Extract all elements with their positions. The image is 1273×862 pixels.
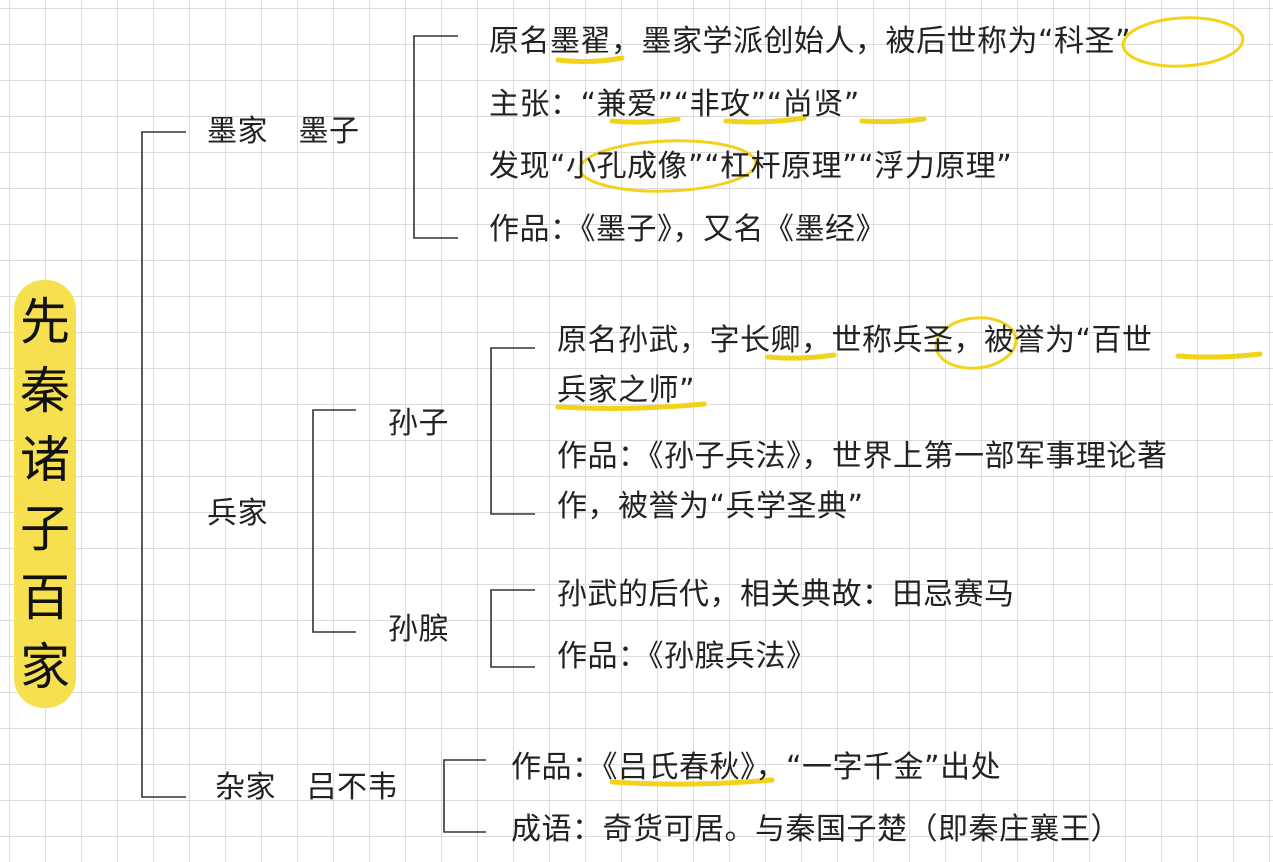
title: 先秦诸子百家 <box>20 293 70 696</box>
sunzi-item-2: 作品：《孙子兵法》，世界上第一部军事理论著 <box>557 439 1168 474</box>
underline-jianai <box>609 116 681 125</box>
sunzi-item-1: 原名孙武，字长卿，世称兵圣，被誉为“百世 <box>557 323 1153 358</box>
underline-lvshichunqiu <box>609 777 775 787</box>
underline-baishi <box>1175 351 1263 360</box>
mojia-item-2: 主张：“兼爱”“非攻”“尚贤” <box>489 87 860 122</box>
circle-bingsheng <box>934 316 1018 370</box>
sunbin-label: 孙膑 <box>388 612 449 647</box>
circle-kesheng <box>1121 16 1245 68</box>
sunzi-bracket <box>490 347 535 515</box>
underline-mozhai <box>555 55 625 65</box>
zajia-item-2: 成语：奇货可居。与秦国子楚（即秦庄襄王） <box>511 812 1121 847</box>
sunbin-bracket <box>490 589 535 668</box>
sunbin-item-2: 作品：《孙膑兵法》 <box>557 639 817 674</box>
sunzi-item-2-cont: 作，被誉为“兵学圣典” <box>557 489 864 524</box>
underline-bingjiazhishi <box>555 401 707 411</box>
underline-changqing <box>765 352 837 361</box>
underline-feigong <box>723 115 807 125</box>
bingjia-label: 兵家 <box>207 496 268 531</box>
mojia-label: 墨家 墨子 <box>207 114 360 149</box>
circle-xiaokong <box>578 139 758 193</box>
sunzi-item-1-cont: 兵家之师” <box>557 373 696 408</box>
zajia-bracket <box>443 759 486 833</box>
mojia-item-3: 发现“小孔成像”“杠杆原理”“浮力原理” <box>489 149 1013 184</box>
title-highlight <box>14 280 76 708</box>
main-bracket <box>141 131 186 798</box>
sunbin-item-1: 孙武的后代，相关典故：田忌赛马 <box>557 577 1015 612</box>
mojia-bracket <box>413 35 458 239</box>
bingjia-bracket <box>312 409 356 633</box>
zajia-label: 杂家 吕不韦 <box>215 770 398 805</box>
zajia-item-1: 作品：《吕氏春秋》，“一字千金”出处 <box>511 750 1002 785</box>
mojia-item-4: 作品：《墨子》，又名《墨经》 <box>489 212 886 247</box>
underline-shangxian <box>859 116 927 125</box>
sunzi-label: 孙子 <box>388 406 449 441</box>
mojia-item-1: 原名墨翟，墨家学派创始人，被后世称为“科圣” <box>489 24 1132 59</box>
